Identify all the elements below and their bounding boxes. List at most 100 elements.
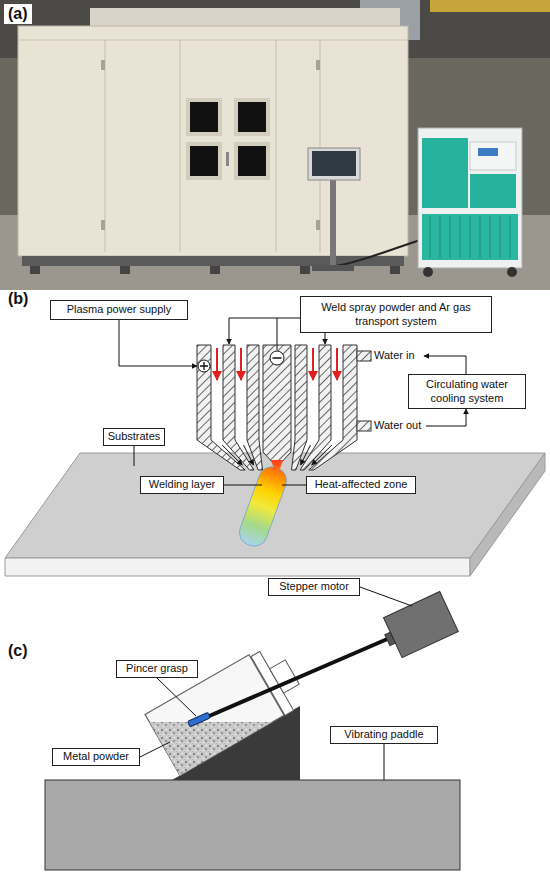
minus-sign [273,357,282,359]
chiller-display [478,148,498,156]
port-label: Water in [374,349,415,361]
weld-bead [236,463,290,550]
foot [210,266,220,274]
water-chiller [418,128,522,268]
middle-wall [300,345,331,470]
box-text: Plasma power supply [67,303,172,316]
label-box: Weld spray powder and Ar gas transport s… [300,296,492,333]
wheel [423,267,433,277]
box-text: Stepper motor [279,580,349,593]
label-box: Heat-affected zone [306,476,416,494]
plus-sign [200,362,208,370]
powder-flow-arrow [244,445,254,465]
foot [390,266,400,274]
grille-lines [430,216,510,258]
port-label: Water out [374,419,421,431]
box-text: Vibrating paddle [344,728,423,741]
inner-wall [247,345,263,470]
vibrating-paddle [45,780,460,870]
substrate-top [5,453,545,558]
box-text: Substrates [108,430,161,443]
welding-cabinet [18,26,408,256]
foot [30,266,40,274]
viewing-window [190,102,218,132]
crane-beam [430,0,550,12]
water-inlet-port [357,351,371,361]
label-box: Metal powder [52,748,140,766]
powder-supply-leader [277,318,278,350]
positive-terminal [198,360,210,372]
workshop-background [0,0,550,290]
chiller-grille [422,214,518,260]
powder-supply-leader [325,333,326,344]
equipment-photo [0,0,550,290]
touch-panel [308,148,360,180]
motor-shaft-collar [385,632,396,645]
window-frame [186,98,222,136]
powder-supply-leader [229,318,300,344]
gas-flow-arrow [216,348,218,380]
label-box: Circulating water cooling system [408,374,526,409]
gas-flow-arrow [336,348,338,380]
powder-flow-arrow [301,445,311,465]
metal-powder [150,722,272,775]
wheel [507,267,517,277]
panel-label: (c) [8,642,28,660]
viewing-window [238,102,266,132]
label-box: Vibrating paddle [330,726,438,744]
electrode [263,345,291,467]
water-outlet-port [357,421,371,431]
welding-layer-bead [236,463,290,550]
negative-terminal [270,351,284,365]
chiller-panel [422,138,468,208]
door-seam [180,40,181,252]
container-cap [251,643,309,716]
water-in-leader [424,356,466,374]
label-box: Welding layer [140,476,224,494]
hinge [101,60,105,70]
touch-screen [312,151,356,176]
viewing-window [190,146,218,176]
gas-flow-arrow [312,348,314,380]
stand-pole [330,180,336,266]
power-leader [119,320,197,366]
outer-wall [309,345,357,470]
window-frame [186,142,222,180]
welding-schematic [5,318,545,576]
window-frame [234,98,270,136]
gas-flow-arrow [240,348,242,380]
box-text: Pincer grasp [126,662,188,675]
powder-feeder [45,587,460,870]
leader-line [384,744,385,780]
box-text: Weld spray powder and Ar gas transport s… [305,301,487,327]
leader-line [360,587,412,606]
door-seam [276,40,277,252]
box-text: Welding layer [149,478,215,491]
substrate-side [470,453,545,576]
hinge [316,220,320,230]
hinge [316,60,320,70]
powder-flow-arrow [222,445,242,465]
motor-body [384,592,459,658]
label-box: Stepper motor [268,578,360,596]
chiller-panel [470,174,516,208]
inner-wall [292,345,308,470]
leader-line [134,446,135,466]
box-text: Circulating water cooling system [413,378,521,404]
pincer-grip [188,712,211,726]
foot [120,266,130,274]
viewing-window [238,146,266,176]
box-text: Heat-affected zone [315,478,408,491]
label-box: Pincer grasp [116,660,198,678]
cable [336,240,420,266]
leader-line [140,742,170,757]
door-handle [226,152,229,166]
powder-flow-arrow [312,445,332,465]
leader-line [157,678,196,716]
stand-base [312,265,354,271]
window-frame [234,142,270,180]
stepper-motor [378,592,458,661]
hinge [101,220,105,230]
cabinet-seam [18,40,408,41]
